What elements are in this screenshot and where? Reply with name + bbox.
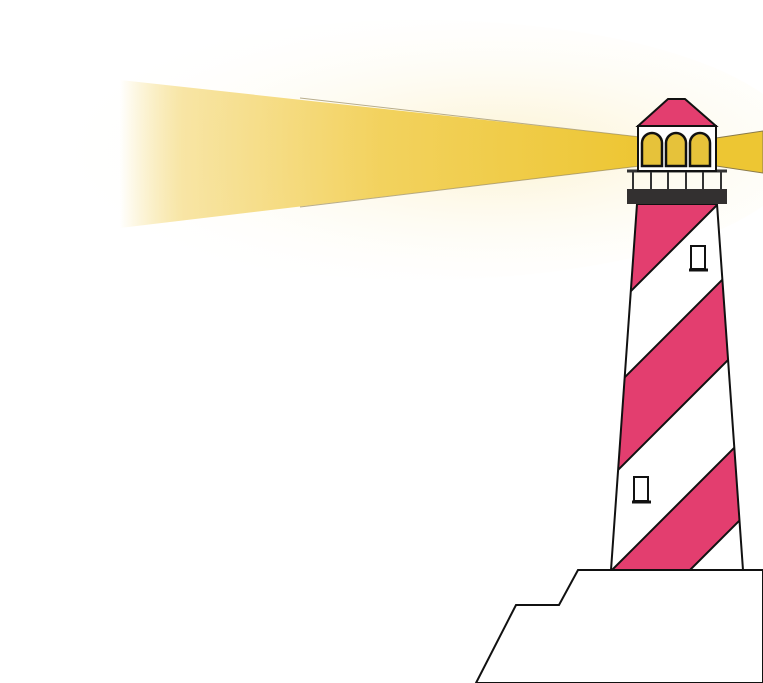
lantern-window [664, 131, 688, 168]
beam-edge [299, 97, 641, 138]
right-light-beam [715, 130, 763, 174]
rock-base [474, 569, 763, 683]
lighthouse-roof [635, 98, 719, 127]
tower-window-upper [689, 245, 708, 272]
lantern-windows [640, 131, 712, 168]
left-light-beam [120, 80, 640, 228]
lantern-window [688, 131, 712, 168]
tower-window-lower [632, 476, 651, 504]
lantern-window [640, 131, 664, 168]
beam-edge [299, 165, 641, 208]
gallery-band [627, 189, 727, 204]
tower-stripe [611, 242, 743, 488]
